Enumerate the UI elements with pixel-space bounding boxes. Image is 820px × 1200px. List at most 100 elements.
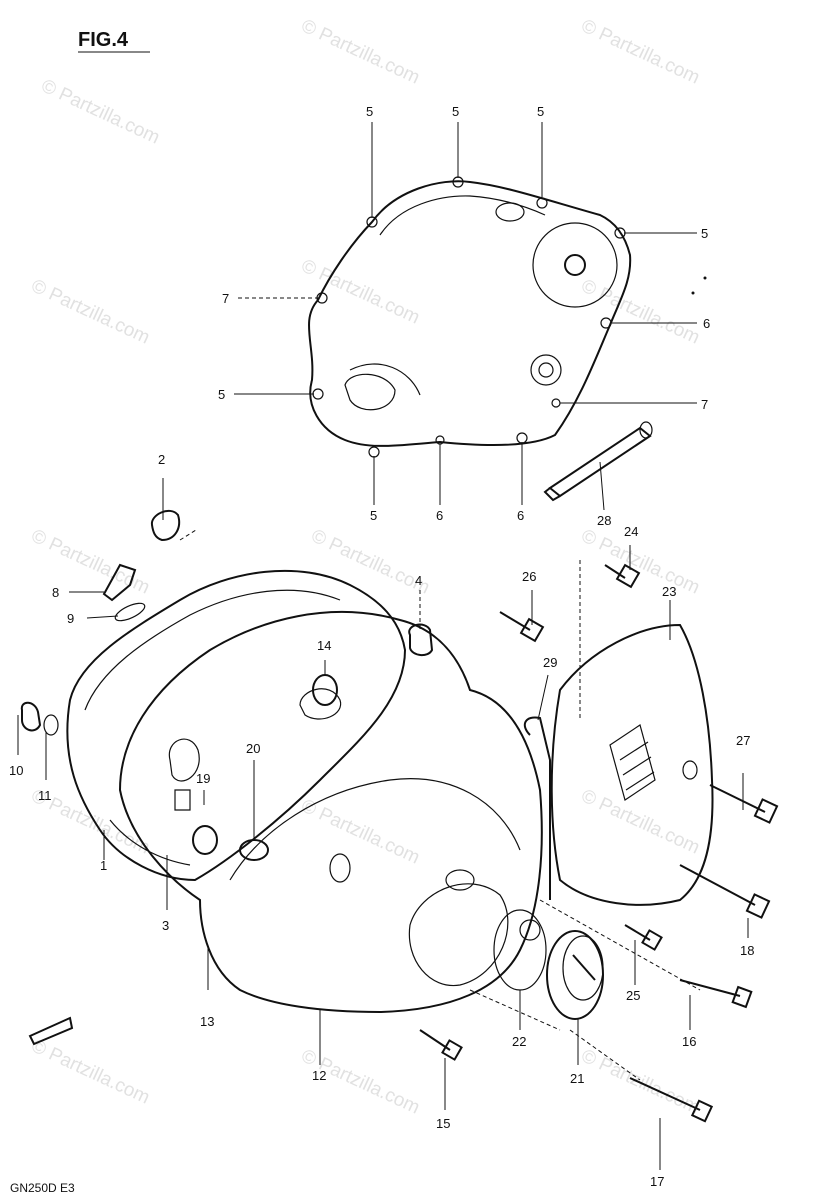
callout-labels: 5 5 5 5 5 5 6 6 6 7 7 28 2 8 9 4 26 24 2… [9,104,754,1189]
model-footer: GN250D E3 [10,1181,75,1195]
part-11-washer [43,714,59,736]
callout-18: 18 [740,943,754,958]
watermark: © Partzilla.com [28,1035,153,1108]
callout-24: 24 [624,524,638,539]
callout-4: 4 [415,573,422,588]
suzuki-badge [408,883,509,987]
callout-8: 8 [52,585,59,600]
cover-boss [329,853,351,883]
clutch-cover-gasket [307,180,632,447]
callout-12: 12 [312,1068,326,1083]
callout-5: 5 [452,104,459,119]
vent-fin [619,741,649,761]
cover-boss [299,688,342,720]
callout-17: 17 [650,1174,664,1189]
bolt-hole [536,197,548,209]
bolt-25 [624,924,663,951]
callout-19: 19 [196,771,210,786]
part-9-oring [114,602,146,622]
watermark: © Partzilla.com [298,15,423,88]
speck [691,291,695,295]
callout-26: 26 [522,569,536,584]
callout-7: 7 [222,291,229,306]
part-3-plug [192,825,218,855]
callout-23: 23 [662,584,676,599]
part-20-oring [239,839,269,861]
callout-15: 15 [436,1116,450,1131]
callout-13: 13 [200,1014,214,1029]
callout-5: 5 [370,508,377,523]
top-leaders [234,122,697,505]
cover-boss [538,362,554,378]
bolt-hole [551,398,561,408]
part-10-plug [20,701,42,732]
watermark: © Partzilla.com [38,75,163,148]
cover-contour [229,778,521,881]
part-23-sprocket-cover [550,623,714,906]
callout-20: 20 [246,741,260,756]
cover-vent [609,724,656,801]
bottom-assembly-drawing [20,509,779,1123]
callout-11: 11 [38,788,52,803]
front-arrow-icon [28,1016,74,1046]
bolt-24 [604,563,641,589]
cap-slot [572,954,596,981]
bolt-hole [682,760,698,780]
callout-27: 27 [736,733,750,748]
callout-28: 28 [597,513,611,528]
watermark: © Partzilla.com [28,525,153,598]
callout-3: 3 [162,918,169,933]
vent-fin [625,771,655,791]
watermark: © Partzilla.com [298,255,423,328]
callout-9: 9 [67,611,74,626]
callout-16: 16 [682,1034,696,1049]
bolt-27 [709,784,779,824]
callout-5: 5 [701,226,708,241]
watermark: © Partzilla.com [578,785,703,858]
callout-5: 5 [366,104,373,119]
callout-1: 1 [100,858,107,873]
callout-7: 7 [701,397,708,412]
callout-2: 2 [158,452,165,467]
gasket-inner [84,589,341,711]
figure-title: FIG.4 [78,29,129,51]
bolt-17 [629,1077,714,1123]
bolt-hole [516,432,528,444]
callout-22: 22 [512,1034,526,1049]
watermark: © Partzilla.com [28,275,153,348]
bolt-hole [312,388,324,400]
part-8-fitting [102,563,137,602]
tool-end [639,421,653,439]
oil-port [495,202,525,222]
cover-boss [168,738,200,782]
callout-6: 6 [436,508,443,523]
cover-boss [530,354,562,386]
callout-21: 21 [570,1071,584,1086]
gasket-inner-edge [379,195,546,236]
part-21-cap [546,930,604,1020]
part-19-pin [174,789,191,811]
gasket-inner [109,819,191,866]
speck [703,276,707,280]
part-4-dowel [408,623,434,656]
callout-6: 6 [703,316,710,331]
cover-boss [564,254,586,276]
callout-6: 6 [517,508,524,523]
bolt-hole [368,446,380,458]
oring-inner [519,919,541,941]
tool-tip [543,487,561,502]
part-14-dowel [312,674,338,706]
callout-10: 10 [9,763,23,778]
crankcase-gasket [66,569,407,882]
bolt-26 [499,611,545,643]
vent-fin [622,756,652,776]
watermark: © Partzilla.com [578,525,703,598]
part-2-cap [150,509,181,542]
callout-25: 25 [626,988,640,1003]
part-29-clamp [523,716,551,900]
crankcase-cover [118,610,543,1014]
cover-tab [344,373,396,411]
watermark: © Partzilla.com [578,15,703,88]
bolt-15 [419,1029,463,1061]
